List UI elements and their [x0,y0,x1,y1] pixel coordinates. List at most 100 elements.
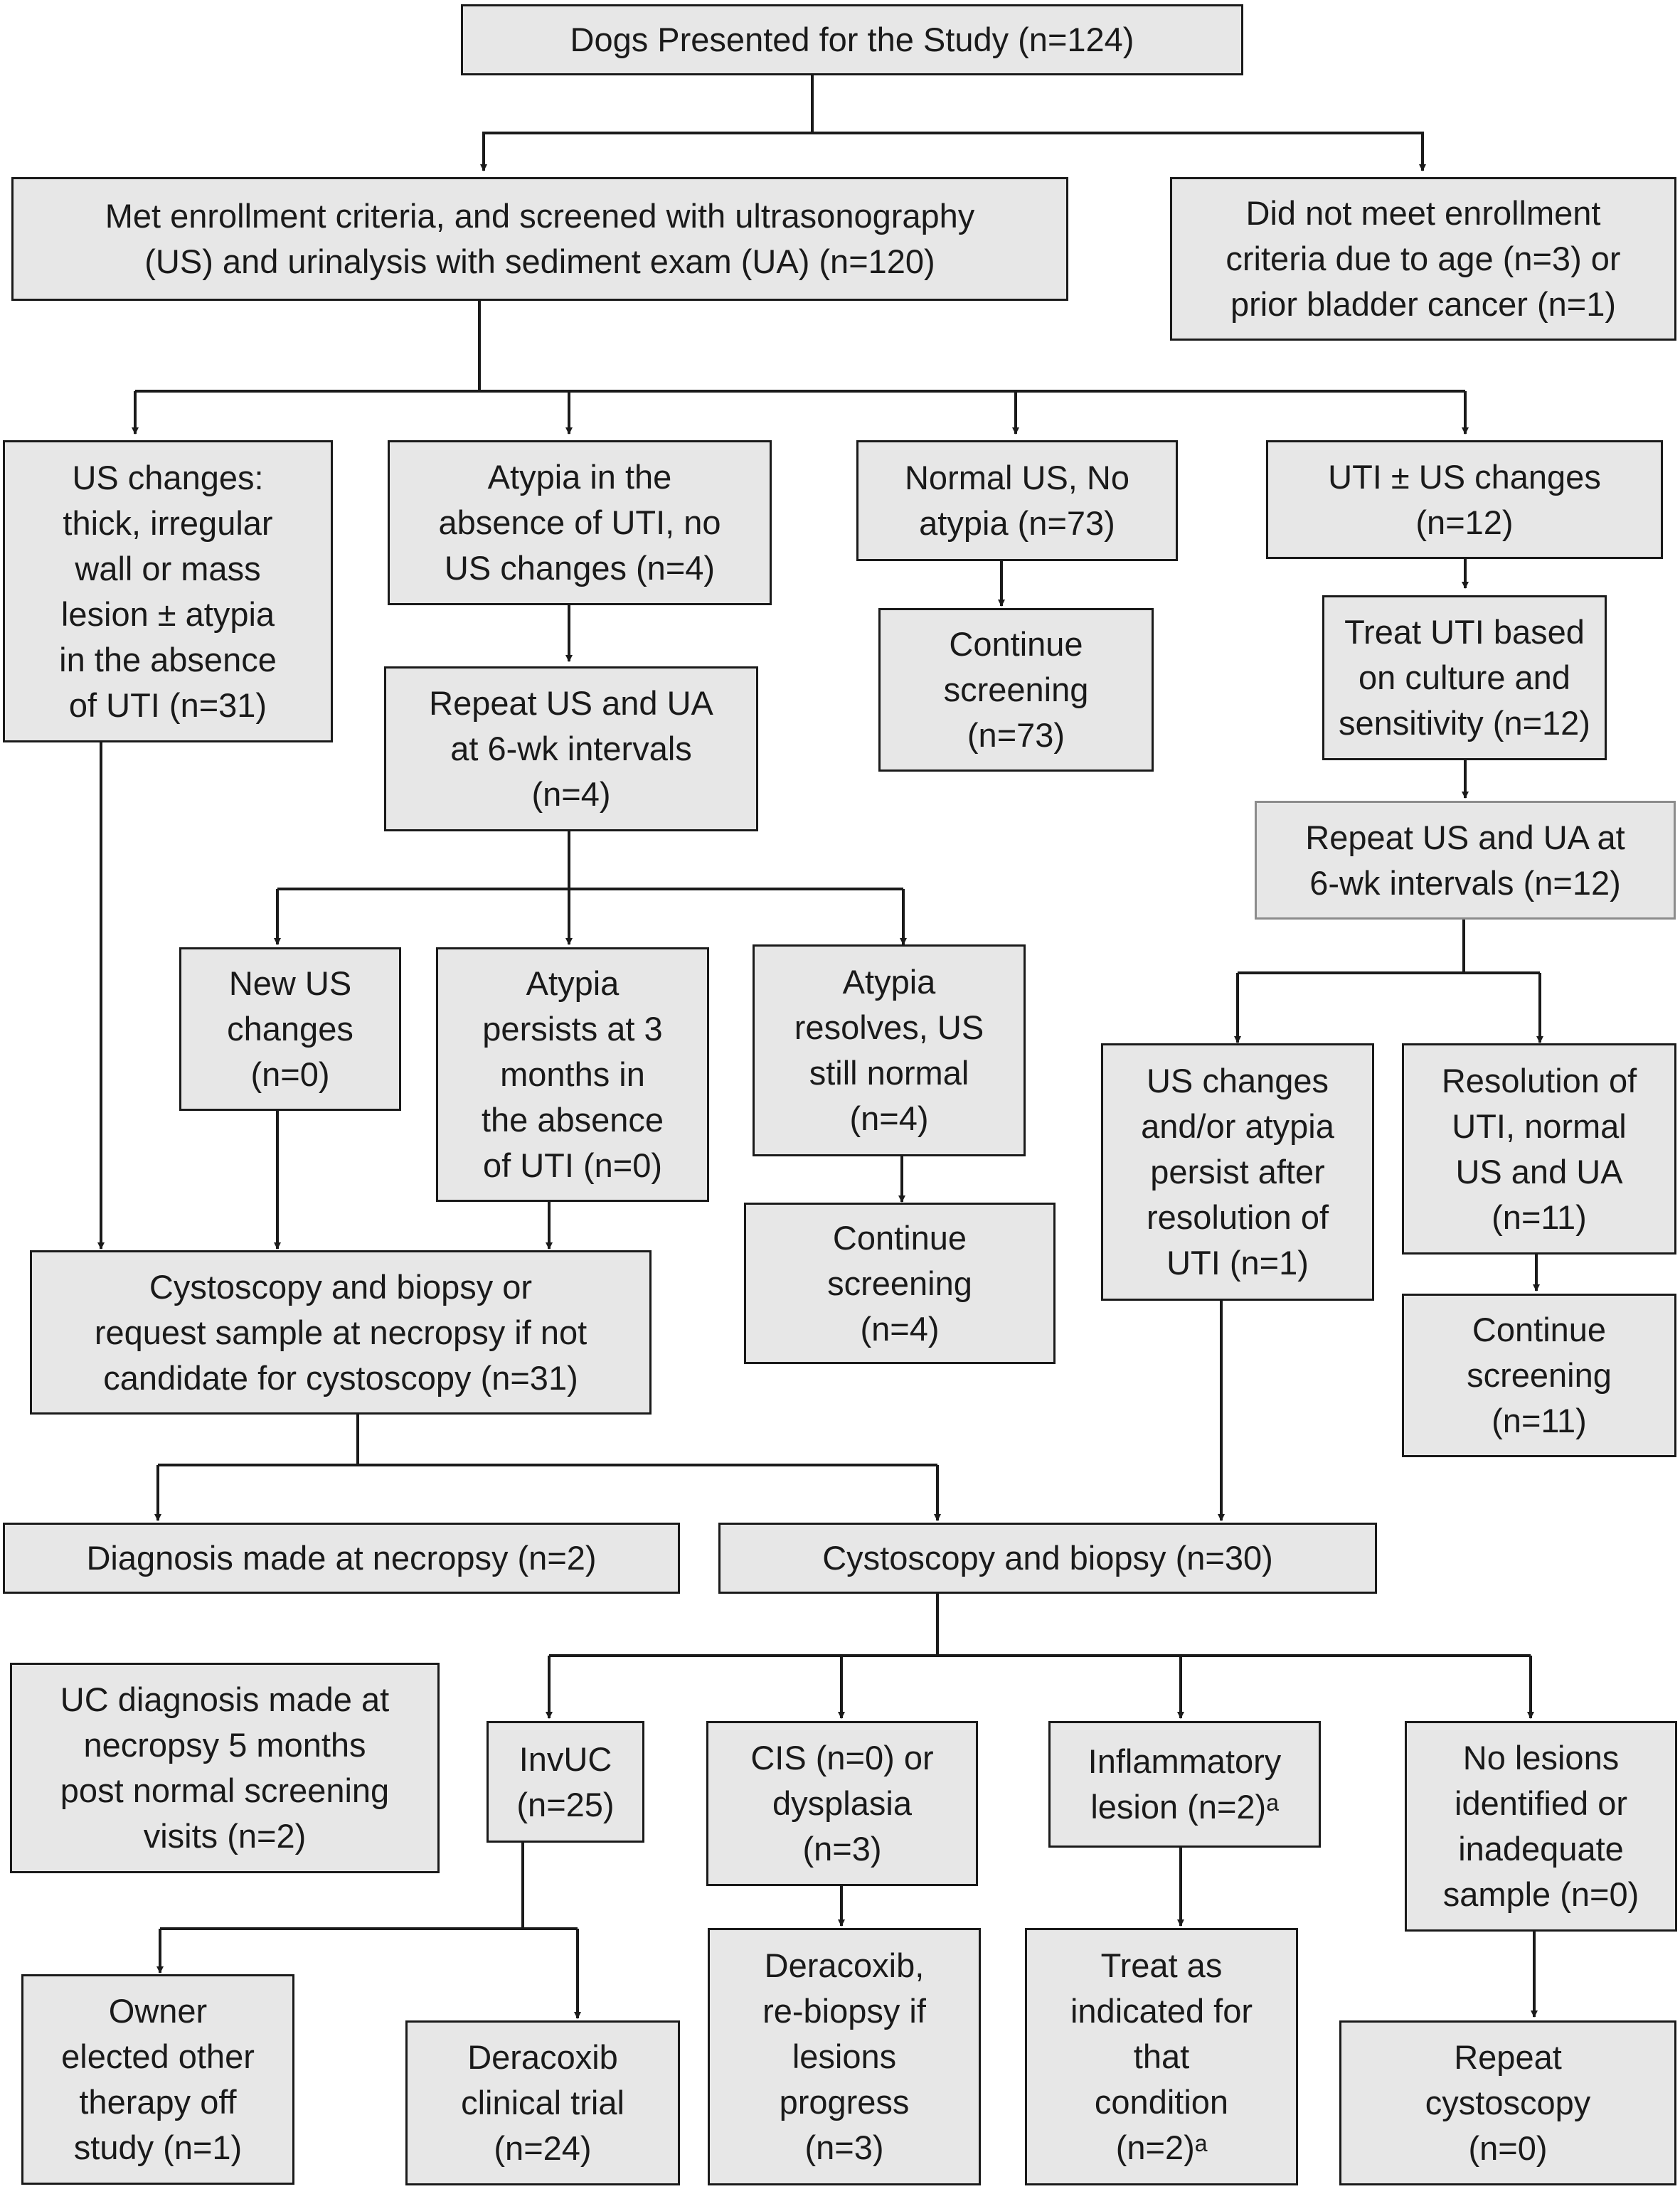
box-text-line: (n=0) [250,1055,330,1093]
box-text-line: sensitivity (n=12) [1339,704,1590,742]
box-text-line: Repeat US and UA at [1305,818,1625,856]
box-text-line: changes [227,1010,353,1048]
box-text-line: resolution of [1146,1198,1329,1236]
box-uti: UTI ± US changes (n=12) [1266,440,1663,559]
box-text-line: re-biopsy if [762,1992,926,2030]
box-text-line: (n=24) [494,2129,592,2167]
box-text-line: New US [228,964,352,1002]
box-text-line: identified or [1455,1784,1627,1822]
box-text-line: in the absence [59,640,277,678]
box-text-line: at 6-wk intervals [450,730,692,767]
box-text-line: sample (n=0) [1442,1875,1639,1913]
box-enrolled: Met enrollment criteria, and screened wi… [11,177,1068,301]
box-cysto-30: Cystoscopy and biopsy (n=30) [718,1523,1377,1594]
box-text-line: of UTI (n=31) [68,686,267,724]
box-text-line: visits (n=2) [143,1817,307,1855]
box-text-line: (US) and urinalysis with sediment exam (… [144,243,935,280]
box-text-line: US changes (n=4) [444,549,716,587]
box-text-line: the absence [481,1101,664,1139]
box-text-line: Diagnosis made at necropsy (n=2) [86,1539,597,1577]
box-text-line: resolves, US [794,1008,984,1046]
box-text-line: Cystoscopy and biopsy (n=30) [822,1539,1273,1577]
box-text-line: screening [827,1264,972,1302]
box-text-line: UTI ± US changes [1328,457,1601,496]
box-text-line: of UTI (n=0) [482,1146,663,1184]
box-text-line: request sample at necropsy if not [94,1313,588,1351]
box-text-line: lesion ± atypia [60,595,275,633]
box-text-line: Repeat [1454,2038,1562,2076]
box-text-line: Atypia [526,964,620,1002]
box-text-line: wall or mass [75,549,261,587]
box-text-line: on culture and [1359,659,1570,696]
box-text-line: elected other [61,2038,255,2075]
box-text-line: screening [1467,1356,1612,1394]
box-text-line: screening [943,671,1089,708]
box-text-line: (n=12) [1415,503,1514,541]
box-text-line: (n=73) [967,716,1065,754]
box-text-line: progress [779,2083,910,2121]
box-us-changes: US changes: thick, irregular wall or mass l… [3,440,333,742]
box-text-line: US and UA [1455,1152,1623,1191]
box-text-line: Treat UTI based [1344,613,1585,651]
connector-to-enrolled [480,132,812,171]
box-text-line: persists at 3 [482,1010,663,1048]
box-deracoxib-trial: Deracoxib clinical trial (n=24) [405,2020,680,2185]
box-text-line: (n=3) [802,1830,882,1868]
box-text-line: Treat as [1100,1946,1223,1984]
connector-to-excluded [812,132,1426,171]
box-text-line: Cystoscopy and biopsy or [149,1267,533,1306]
box-treat-uti: Treat UTI based on culture and sensitivity… [1322,595,1607,760]
box-text-line: lesion (n=2)ᵃ [1090,1788,1279,1826]
box-text-line: study (n=1) [73,2129,243,2166]
box-text-line: Deracoxib, [764,1946,925,1984]
box-text-line: (n=4) [860,1309,940,1348]
box-text-line: US changes [1146,1062,1329,1099]
box-text-line: Continue [832,1218,967,1257]
box-text-line: still normal [809,1054,969,1092]
box-text-line: necropsy 5 months [83,1726,366,1764]
box-text-line: Did not meet enrollment [1245,194,1601,232]
box-text-line: Continue [1472,1311,1607,1348]
box-text-line: Atypia [842,963,936,1001]
box-text-line: post normal screening [60,1772,390,1809]
box-text-line: US changes: [72,458,264,496]
box-text-line: InvUC [519,1740,612,1778]
box-text-line: UTI, normal [1452,1107,1627,1145]
box-text-line: Atypia in the [487,458,672,496]
box-text-line: condition [1094,2083,1229,2121]
box-text-line: thick, irregular [63,504,273,542]
box-continue-4: Continue screening (n=4) [744,1203,1056,1364]
box-text-line: (n=2)ᵃ [1115,2129,1208,2166]
box-text-line: criteria due to age (n=3) or [1226,240,1621,277]
box-text-line: Deracoxib [467,2038,618,2076]
box-text-line: atypia (n=73) [919,504,1115,542]
box-text-line: clinical trial [461,2084,624,2121]
box-diag-necropsy: Diagnosis made at necropsy (n=2) [3,1523,680,1594]
box-text-line: persist after [1150,1153,1325,1191]
box-new-us: New US changes (n=0) [179,947,401,1111]
box-text-line: absence of UTI, no [438,504,721,541]
box-text-line: Owner [108,1992,208,2030]
box-text-line: No lesions [1462,1739,1620,1777]
box-text-line: Met enrollment criteria, and screened wi… [105,197,975,235]
box-text-line: (n=25) [516,1785,615,1823]
box-cysto-31: Cystoscopy and biopsy or request sample a… [30,1250,652,1415]
box-text-line: (n=3) [804,2129,884,2166]
box-text-line: (n=4) [531,775,611,813]
